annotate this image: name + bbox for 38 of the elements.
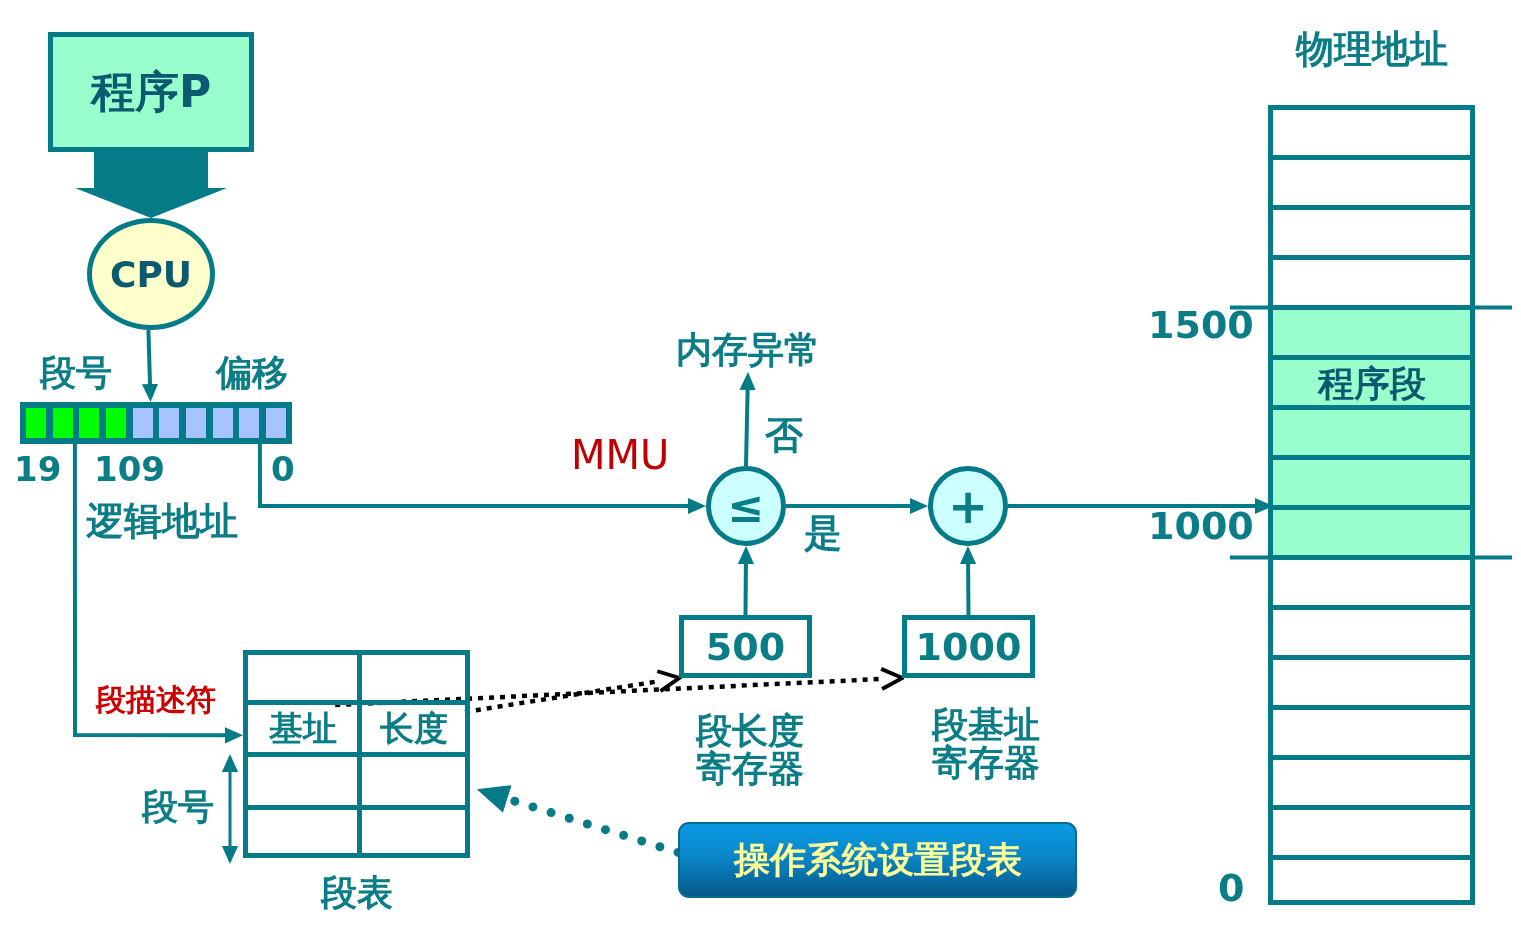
index-label: 段号 — [142, 786, 214, 828]
arrow — [257, 444, 706, 515]
program-box: 程序P — [48, 32, 254, 152]
field-label: 段号 — [40, 352, 112, 394]
field-label: 偏移 — [216, 352, 288, 394]
register-bar — [20, 402, 292, 444]
os-button: 操作系统设置段表 — [678, 822, 1077, 898]
arrow — [141, 329, 159, 402]
block-arrow — [75, 152, 227, 218]
comparator-circle: ≤ — [706, 466, 786, 546]
arrow — [786, 497, 928, 515]
descriptor-label: 段描述符 — [96, 683, 216, 718]
arrow — [72, 444, 243, 744]
arrow — [960, 546, 977, 615]
bit-number: 109 — [94, 450, 165, 490]
register-box: 500 — [679, 615, 812, 678]
register-caption: 段基址寄存器 — [930, 706, 1041, 782]
arrow — [739, 372, 756, 467]
bit-number: 0 — [271, 450, 295, 490]
address-value: 1000 — [1148, 505, 1254, 549]
table-caption: 段表 — [319, 872, 394, 914]
adder-circle: + — [928, 466, 1008, 546]
column-heading: 物理地址 — [1294, 28, 1449, 72]
dotted-arrow — [335, 666, 905, 708]
table-cell: 长度 — [362, 705, 465, 752]
exception-label: 内存异常 — [666, 328, 830, 372]
address-label: 逻辑地址 — [86, 500, 238, 544]
address-value: 0 — [1218, 867, 1245, 911]
register-caption: 段长度寄存器 — [694, 712, 805, 788]
cpu-ellipse: CPU — [87, 218, 215, 330]
mmu-label: MMU — [571, 432, 670, 478]
edge-label: 是 — [802, 512, 844, 556]
table-cell: 基址 — [248, 705, 357, 752]
arrow — [737, 546, 754, 615]
address-value: 1500 — [1148, 304, 1254, 348]
program-segment-band: 程序段 — [1273, 310, 1470, 555]
register-box: 1000 — [902, 615, 1035, 678]
bit-number: 19 — [14, 450, 62, 490]
